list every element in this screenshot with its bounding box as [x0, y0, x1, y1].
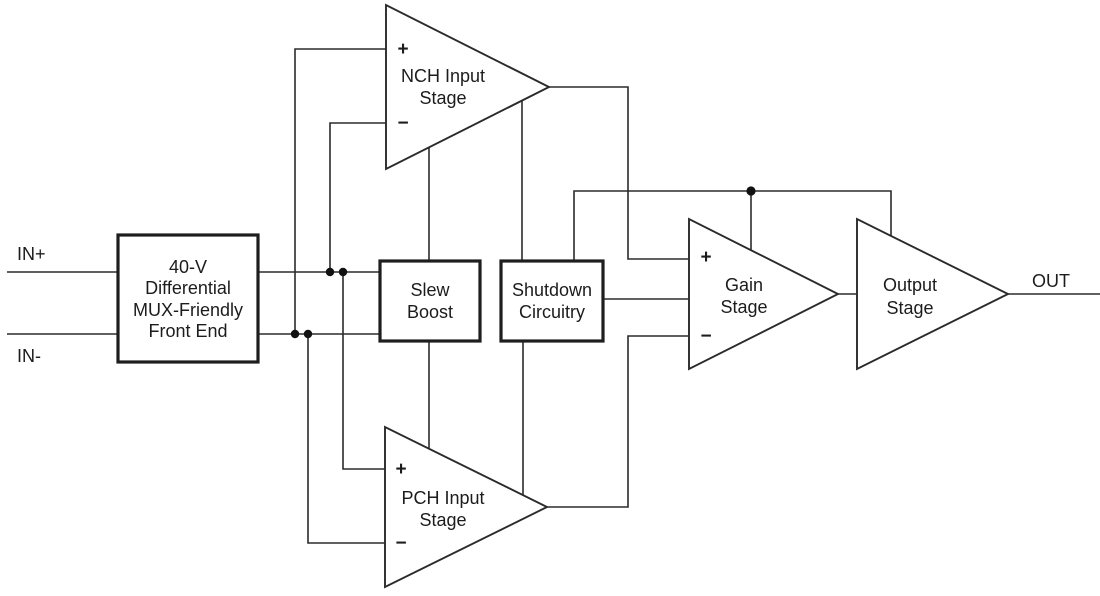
- shutdown-block: [499, 259, 605, 343]
- wire-nch-to-gain: [545, 86, 691, 260]
- in-plus-label: IN+: [17, 244, 46, 264]
- nch-line-1: NCH Input: [401, 66, 485, 86]
- junction-dots: [290, 186, 756, 339]
- gain-stage-triangle: [688, 217, 841, 371]
- front-end-line-2: Differential: [145, 278, 231, 298]
- front-end-line-3: MUX-Friendly: [133, 300, 243, 320]
- nch-line-2: Stage: [419, 88, 466, 108]
- slew-boost-label: Slew Boost: [407, 280, 453, 322]
- out-label: OUT: [1032, 271, 1070, 291]
- gain-line-1: Gain: [725, 275, 763, 295]
- front-end-label: 40-V Differential MUX-Friendly Front End: [133, 257, 243, 341]
- front-end-block: [116, 233, 260, 364]
- wire-pch-to-gain: [543, 335, 691, 508]
- wire-pch-plus-input: [342, 272, 387, 470]
- junction-shutdown-rail: [746, 186, 756, 196]
- gain-minus-sign: −: [700, 326, 711, 347]
- front-end-line-4: Front End: [148, 321, 227, 341]
- nch-minus-sign: −: [397, 113, 408, 134]
- shutdown-label: Shutdown Circuitry: [512, 280, 592, 322]
- wire-shutdown-rail: [573, 190, 892, 263]
- nch-label: + NCH Input Stage −: [397, 39, 485, 134]
- front-end-line-1: 40-V: [169, 257, 207, 277]
- pch-line-2: Stage: [419, 510, 466, 530]
- junction-inminus-nch: [290, 329, 300, 339]
- output-stage-triangle: [856, 217, 1011, 371]
- pch-line-1: PCH Input: [401, 488, 484, 508]
- gain-label: + Gain Stage −: [700, 247, 767, 347]
- pch-minus-sign: −: [395, 533, 406, 554]
- output-stage-line-2: Stage: [886, 298, 933, 318]
- wire-pch-minus-input: [307, 334, 387, 544]
- in-minus-label: IN-: [17, 346, 41, 366]
- slew-boost-line-1: Slew: [410, 280, 450, 300]
- shutdown-line-1: Shutdown: [512, 280, 592, 300]
- wire-nch-plus-input: [294, 48, 388, 334]
- nch-input-stage-triangle: [385, 3, 552, 171]
- junction-inplus-nch: [325, 267, 335, 277]
- pch-input-stage-triangle: [384, 425, 550, 589]
- gain-line-2: Stage: [720, 297, 767, 317]
- nch-plus-sign: +: [397, 39, 408, 60]
- slew-boost-block: [378, 259, 482, 343]
- slew-boost-line-2: Boost: [407, 302, 453, 322]
- wires: [7, 48, 1100, 544]
- gain-plus-sign: +: [700, 247, 711, 268]
- pch-plus-sign: +: [395, 459, 406, 480]
- wire-nch-minus-input: [329, 122, 388, 272]
- output-stage-line-1: Output: [883, 275, 937, 295]
- junction-inplus-pch: [338, 267, 348, 277]
- output-stage-label: Output Stage: [883, 275, 937, 318]
- pch-label: + PCH Input Stage −: [395, 459, 484, 554]
- junction-inminus-pch: [303, 329, 313, 339]
- shutdown-line-2: Circuitry: [519, 302, 585, 322]
